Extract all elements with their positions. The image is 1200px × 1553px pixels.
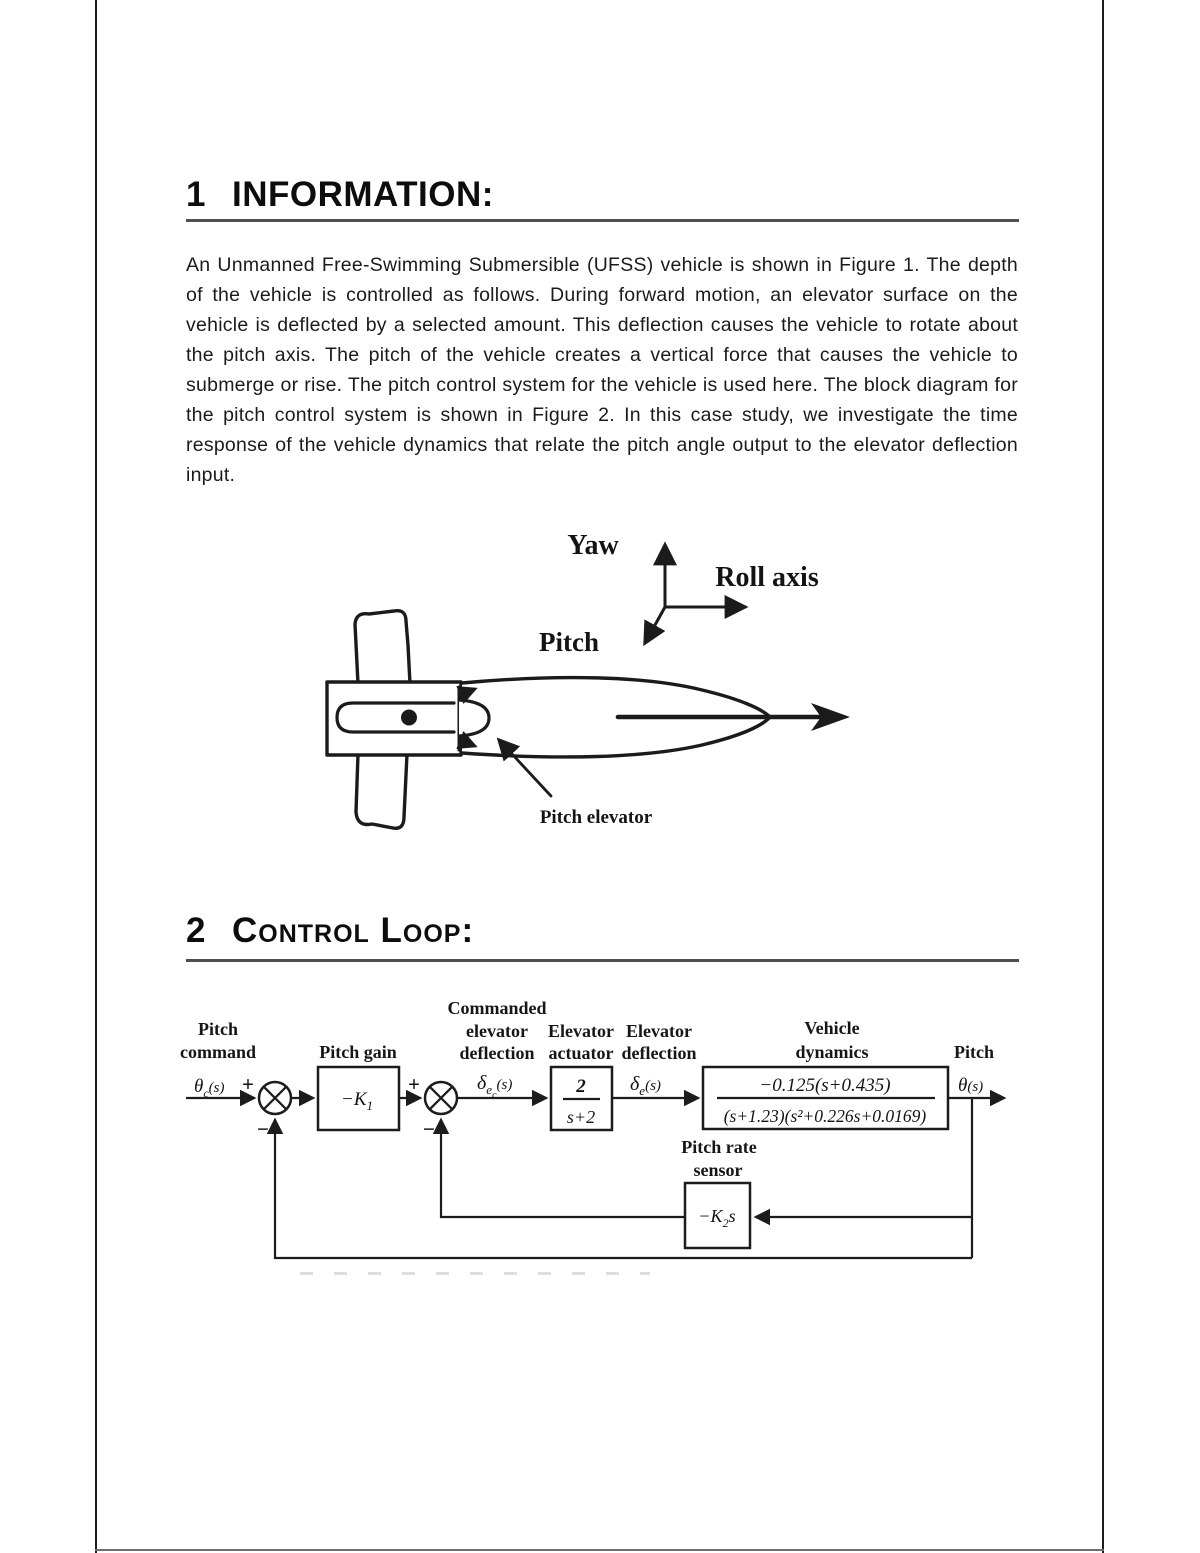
- k2-s: s: [729, 1206, 736, 1226]
- sum2-plus-sign: +: [408, 1072, 420, 1096]
- upper-fin: [353, 609, 412, 686]
- vehicle-numerator: −0.125(s+0.435): [759, 1075, 890, 1096]
- page-border-right: [1102, 0, 1104, 1553]
- figure-1-svg: Yaw Roll axis Pitch Pitch elevator: [325, 530, 850, 830]
- theta-c-signal: θc(s): [194, 1076, 225, 1100]
- delta-e-base: δ: [630, 1073, 640, 1095]
- actuator-numerator: 2: [575, 1076, 586, 1097]
- sum2-cross: [428, 1085, 454, 1111]
- tail-pill: [335, 701, 456, 734]
- vehicle-dynamics-label-1: Vehicle: [804, 1018, 859, 1038]
- control-loop-svg: −K1 2 s+2 −0.125(s+0.435) (s+1.23)(s²+0.…: [180, 998, 1007, 1260]
- tail-housing: [325, 680, 463, 757]
- section-1-number: 1: [186, 175, 206, 214]
- k1-subscript: 1: [367, 1098, 374, 1113]
- section-1-rule: [186, 219, 1019, 222]
- pitch-rate-label-2: sensor: [694, 1160, 743, 1180]
- delta-e-args: (s): [645, 1078, 661, 1094]
- delta-ec-args: (s): [497, 1077, 513, 1093]
- elevator-deflection-label-2: deflection: [622, 1043, 697, 1063]
- pitch-gain-value: −K1: [341, 1089, 373, 1113]
- elevator-rotation-arrow-up: [456, 686, 478, 704]
- tail-screw-dot: [401, 709, 417, 726]
- elevator-rotation-arrow-down: [456, 731, 478, 749]
- k2-base: −K: [698, 1206, 723, 1226]
- pitch-gain-label: Pitch gain: [319, 1042, 397, 1062]
- pitch-rate-sensor-value: −K2s: [698, 1206, 735, 1230]
- theta-c-base: θ: [194, 1076, 203, 1097]
- commanded-label-1: Commanded: [447, 998, 546, 1018]
- pitch-axis-arrow: [643, 605, 667, 647]
- section-2-rule: [186, 959, 1019, 962]
- elevator-actuator-label-1: Elevator: [548, 1021, 614, 1041]
- elevator-deflection-label-1: Elevator: [626, 1021, 692, 1041]
- summing-junction-2: [423, 1080, 459, 1116]
- theta-c-args: (s): [209, 1080, 225, 1096]
- delta-ec-signal: δec(s): [477, 1072, 512, 1101]
- section-2-title: Control Loop:: [231, 911, 475, 950]
- actuator-denominator: s+2: [567, 1107, 595, 1127]
- summing-junction-1: [257, 1080, 293, 1116]
- yaw-label: Yaw: [567, 530, 619, 561]
- pitch-output-label: Pitch: [954, 1042, 994, 1062]
- k2-subscript: 2: [723, 1216, 729, 1230]
- pitch-elevator-label: Pitch elevator: [540, 807, 653, 828]
- pitch-gain-block: [316, 1065, 401, 1132]
- vehicle-denominator: (s+1.23)(s²+0.226s+0.0169): [724, 1106, 927, 1126]
- pitch-rate-sensor-block: [683, 1181, 752, 1250]
- pitch-label: Pitch: [539, 627, 599, 657]
- outer-feedback-to-sum1: [266, 1117, 972, 1260]
- delta-ec-base: δ: [477, 1072, 487, 1094]
- theta-out-base: θ: [958, 1075, 967, 1096]
- section-2-number: 2: [186, 911, 206, 950]
- sum1-minus-sign: −: [257, 1117, 269, 1141]
- pitch-command-label-2: command: [180, 1042, 256, 1062]
- delta-ec-sub-e: e: [486, 1082, 492, 1097]
- pitch-elevator-pointer: [496, 737, 553, 798]
- sum2-minus-sign: −: [423, 1117, 435, 1141]
- theta-out-args: (s): [967, 1079, 983, 1095]
- sum1-cross: [262, 1085, 288, 1111]
- section-2-heading: 2 Control Loop:: [186, 911, 474, 951]
- vehicle-dynamics-label-2: dynamics: [795, 1042, 868, 1062]
- page-border-bottom: [95, 1549, 1104, 1551]
- delta-e-subscript: e: [639, 1083, 645, 1098]
- elevator-actuator-label-2: actuator: [549, 1043, 614, 1063]
- lower-fin: [354, 752, 409, 830]
- theta-c-subscript: c: [203, 1086, 209, 1100]
- section-1-heading: 1 INFORMATION:: [186, 175, 494, 215]
- page-border-left: [95, 0, 97, 1553]
- roll-axis-label: Roll axis: [715, 562, 819, 593]
- theta-output-signal: θ(s): [958, 1075, 983, 1096]
- pitch-command-label-1: Pitch: [198, 1019, 238, 1039]
- intro-paragraph: An Unmanned Free-Swimming Submersible (U…: [186, 253, 1018, 486]
- inner-feedback-to-sum2: [432, 1117, 685, 1219]
- commanded-label-3: deflection: [460, 1043, 535, 1063]
- delta-ec-sub-c: c: [492, 1090, 497, 1101]
- commanded-label-2: elevator: [466, 1021, 528, 1041]
- pitch-rate-label-1: Pitch rate: [681, 1137, 756, 1157]
- sum1-plus-sign: +: [242, 1072, 254, 1096]
- section-1-title: INFORMATION:: [231, 175, 494, 214]
- scan-artifact: [300, 1272, 650, 1275]
- forward-arrow-head: [811, 703, 850, 731]
- delta-e-signal: δe(s): [630, 1073, 661, 1098]
- k1-base: −K: [341, 1089, 368, 1110]
